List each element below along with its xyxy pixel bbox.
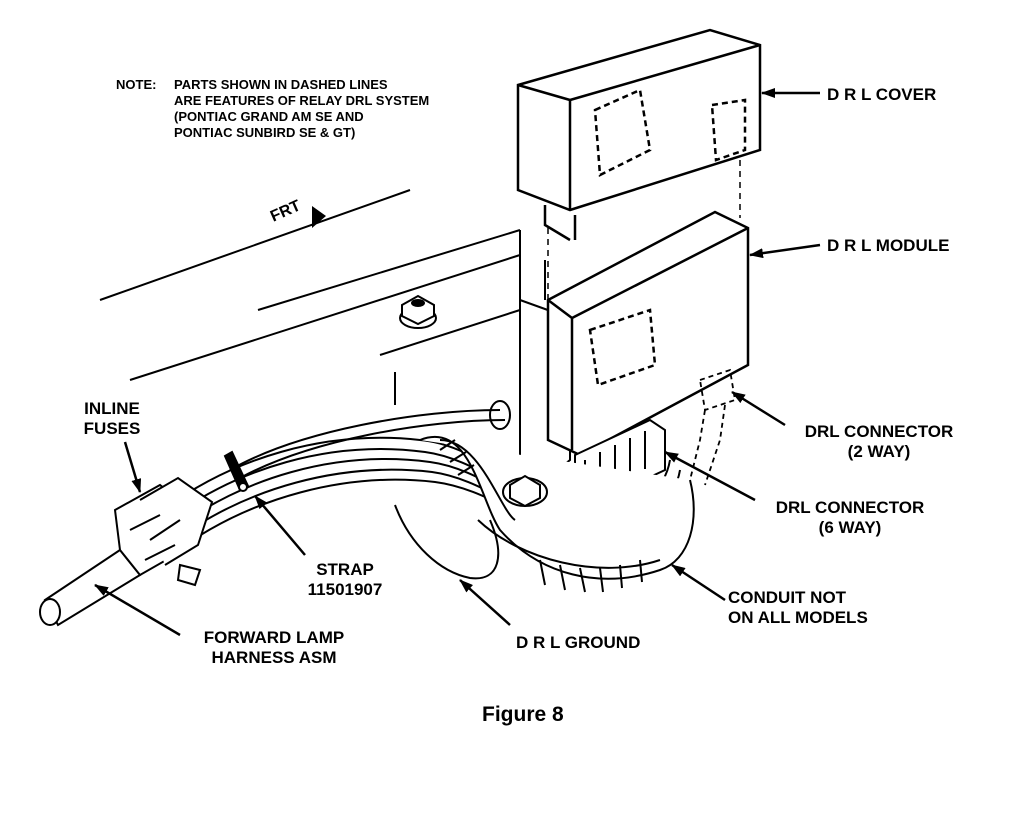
label-conduit: CONDUIT NOT ON ALL MODELS: [728, 588, 868, 627]
inline-fuse-holder: [113, 476, 214, 587]
label-inline-fuses-line1: INLINE: [84, 399, 140, 418]
label-strap: STRAP 11501907: [290, 560, 400, 599]
front-direction-arrow: [312, 206, 326, 228]
note-line-3: (PONTIAC GRAND AM SE AND: [174, 108, 364, 124]
label-forward-lamp-line2: HARNESS ASM: [211, 647, 337, 667]
label-drl-connector-2way-line1: DRL CONNECTOR: [804, 422, 954, 441]
label-inline-fuses: INLINE FUSES: [70, 399, 154, 438]
arrow-conduit: [671, 563, 726, 602]
label-drl-cover: D R L COVER: [827, 85, 937, 104]
label-drl-connector-6way: DRL CONNECTOR (6 WAY): [758, 498, 942, 537]
label-drl-ground: D R L GROUND: [516, 633, 641, 652]
drl-ground-wire: [394, 504, 500, 580]
mounting-bolt: [399, 294, 437, 329]
note-line-4: PONTIAC SUNBIRD SE & GT): [174, 124, 356, 140]
forward-lamp-harness: [39, 548, 142, 627]
note-prefix: NOTE:: [116, 77, 157, 92]
arrow-inline-fuses: [123, 441, 142, 493]
ground-bolt: [502, 474, 548, 508]
arrow-strap: [254, 495, 306, 556]
figure-caption: Figure 8: [482, 703, 564, 726]
label-forward-lamp-line1: FORWARD LAMP: [203, 628, 345, 647]
cover-guide-lines: [547, 160, 741, 300]
note-text: PARTS SHOWN IN DASHED LINES ARE FEATURES…: [174, 77, 429, 140]
note-line-1: PARTS SHOWN IN DASHED LINES: [174, 77, 388, 92]
label-drl-connector-6way-line2: (6 WAY): [818, 517, 882, 537]
label-drl-connector-2way-line2: (2 WAY): [847, 441, 911, 461]
arrow-drl-module: [749, 243, 821, 259]
drl-cover: [516, 28, 762, 242]
arrow-drl-connector-2way: [731, 390, 786, 427]
label-drl-connector-2way: DRL CONNECTOR (2 WAY): [787, 422, 971, 461]
arrow-drl-ground: [459, 579, 511, 626]
body-panel: [99, 189, 521, 460]
label-inline-fuses-line2: FUSES: [83, 418, 141, 438]
callout-arrows: [94, 88, 821, 637]
label-drl-module: D R L MODULE: [827, 236, 950, 255]
label-strap-line1: STRAP: [316, 560, 374, 579]
arrow-forward-lamp: [94, 583, 181, 637]
label-strap-line2: 11501907: [307, 579, 383, 599]
label-conduit-line1: CONDUIT NOT: [728, 588, 847, 607]
label-drl-connector-6way-line1: DRL CONNECTOR: [775, 498, 925, 517]
label-forward-lamp: FORWARD LAMP HARNESS ASM: [182, 628, 366, 667]
harness-strap: [223, 450, 250, 492]
drl-module: [546, 210, 750, 457]
note-line-2: ARE FEATURES OF RELAY DRL SYSTEM: [174, 92, 430, 108]
label-conduit-line2: ON ALL MODELS: [728, 607, 868, 627]
arrow-drl-connector-6way: [664, 450, 756, 502]
